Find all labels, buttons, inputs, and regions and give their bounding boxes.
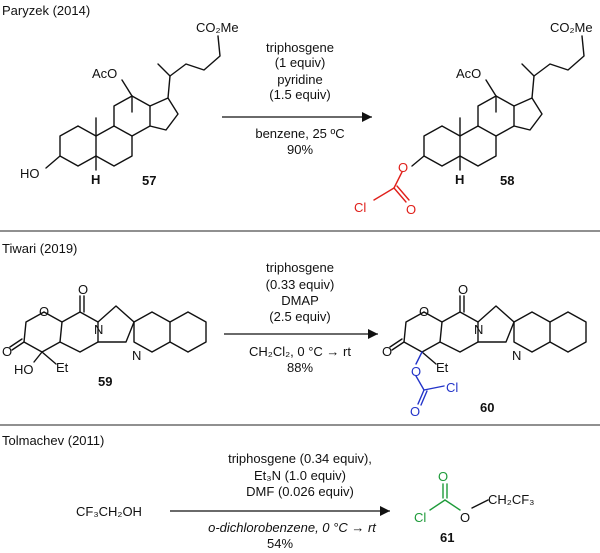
product-60-n2: N [512, 348, 521, 363]
reactant-59-ho: HO [14, 362, 34, 377]
rxn3-arrow-head [380, 506, 390, 516]
rxn2-arrow-head [368, 329, 378, 339]
product-61-structure [429, 483, 489, 511]
product-58-o2-label: O [406, 202, 416, 217]
rxn3-condition-3: DMF (0.026 equiv) [246, 484, 354, 499]
reactant-59-o-top: O [78, 282, 88, 297]
rxn1-condition-4: (1.5 equiv) [269, 87, 330, 102]
reactant-57-number: 57 [142, 173, 156, 188]
product-58-ester-label: CO₂Me [550, 20, 593, 35]
product-60-et: Et [436, 360, 449, 375]
section-title-paryzek: Paryzek (2014) [2, 3, 90, 18]
section-title-tolmachev: Tolmachev (2011) [2, 433, 104, 448]
rxn3-condition-1: triphosgene (0.34 equiv), [228, 451, 372, 466]
rxn2-condition-2: (0.33 equiv) [266, 277, 335, 292]
rxn3-condition-2: Et₃N (1.0 equiv) [254, 468, 346, 483]
rxn2-solvent: CH₂Cl₂, 0 °C → rt [249, 344, 351, 359]
reactant-57-ester-label: CO₂Me [196, 20, 239, 35]
product-60-o-ring: O [419, 304, 429, 319]
product-60-o-top: O [458, 282, 468, 297]
reactant-57-structure [45, 35, 221, 171]
rxn1-yield: 90% [287, 142, 313, 157]
reactant-59-o-lac: O [2, 344, 12, 359]
reactant-59-structure [9, 295, 207, 365]
product-60-number: 60 [480, 400, 494, 415]
product-61-number: 61 [440, 530, 454, 545]
product-61-o-top: O [438, 469, 448, 484]
rxn1-condition-1: triphosgene [266, 40, 334, 55]
rxn2-yield: 88% [287, 360, 313, 375]
product-58-acetate-label: AcO [456, 66, 481, 81]
product-58-number: 58 [500, 173, 514, 188]
product-61-o: O [460, 510, 470, 525]
product-60-o: O [411, 364, 421, 379]
rxn3-solvent: o-dichlorobenzene, 0 °C → rt [208, 520, 377, 535]
product-60-o-lac: O [382, 344, 392, 359]
product-58-o-label: O [398, 160, 408, 175]
reactant-57-hydroxyl-label: HO [20, 166, 40, 181]
reactant-59-number: 59 [98, 374, 112, 389]
product-58-structure [373, 35, 585, 203]
product-58-h-label: H [455, 172, 464, 187]
rxn1-arrow-head [362, 112, 372, 122]
product-60-o2: O [410, 404, 420, 419]
rxn1-condition-3: pyridine [277, 72, 323, 87]
reactant-59-o-ring: O [39, 304, 49, 319]
rxn1-solvent: benzene, 25 ºC [255, 126, 344, 141]
section-title-tiwari: Tiwari (2019) [2, 241, 77, 256]
product-60-structure [389, 295, 587, 406]
reactant-59-n2: N [132, 348, 141, 363]
reactant-formula: CF₃CH₂OH [76, 504, 142, 519]
reactant-59-n1: N [94, 322, 103, 337]
product-60-n1: N [474, 322, 483, 337]
rxn2-condition-4: (2.5 equiv) [269, 309, 330, 324]
reactant-57-h-label: H [91, 172, 100, 187]
rxn2-condition-3: DMAP [281, 293, 319, 308]
reactant-57-acetate-label: AcO [92, 66, 117, 81]
reactant-59-et: Et [56, 360, 69, 375]
product-61-chain: CH₂CF₃ [488, 492, 534, 507]
product-61-cl: Cl [414, 510, 426, 525]
rxn1-condition-2: (1 equiv) [275, 55, 326, 70]
rxn3-yield: 54% [267, 536, 293, 551]
product-60-cl: Cl [446, 380, 458, 395]
rxn2-condition-1: triphosgene [266, 260, 334, 275]
product-58-cl-label: Cl [354, 200, 366, 215]
